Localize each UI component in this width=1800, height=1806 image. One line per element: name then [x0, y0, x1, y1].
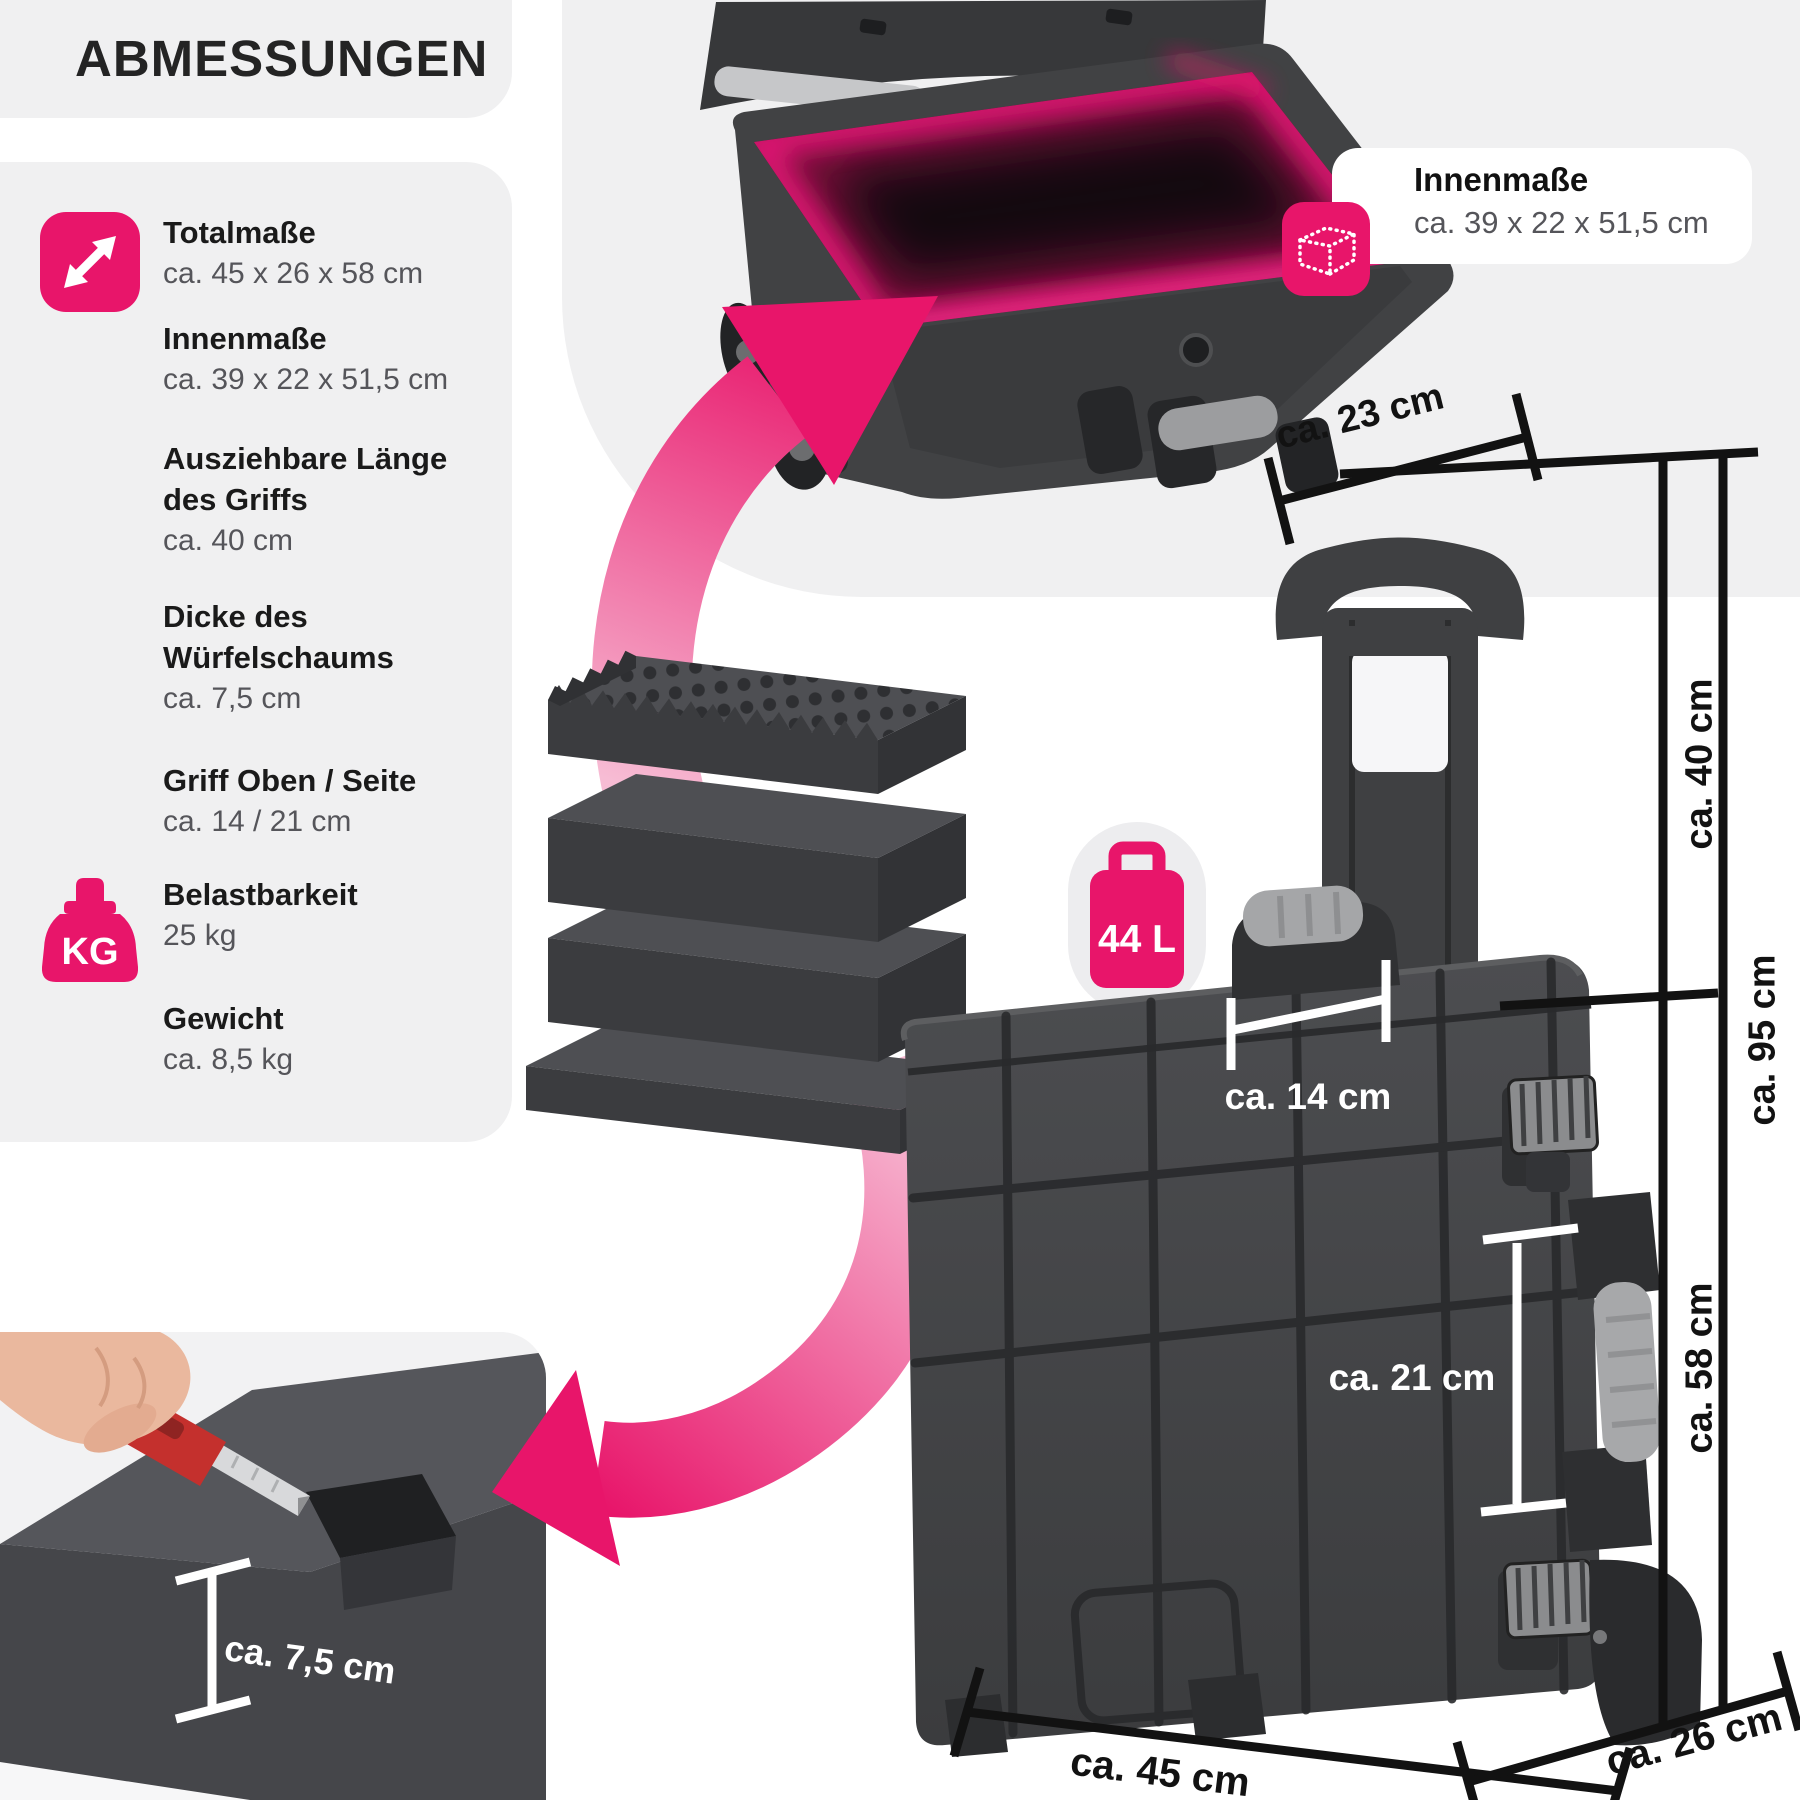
inner-dimensions-callout: Innenmaße ca. 39 x 22 x 51,5 cm	[1332, 148, 1752, 264]
volume-badge: 44 L	[1068, 822, 1206, 1014]
spec-item-load: Belastbarkeit 25 kg	[163, 874, 463, 956]
dim-case-height: ca. 58 cm	[1678, 1282, 1721, 1454]
foam-cutting-illustration	[0, 1332, 546, 1800]
spec-value: ca. 40 cm	[163, 524, 294, 557]
spec-item-handle-length: Ausziehbare Länge des Griffs ca. 40 cm	[163, 438, 463, 561]
side-grip-handle	[1593, 1281, 1661, 1463]
inner-dimensions-icon	[1282, 202, 1370, 296]
callout-value: ca. 39 x 22 x 51,5 cm	[1414, 205, 1709, 240]
page-title: ABMESSUNGEN	[75, 30, 489, 87]
spec-label: Ausziehbare Länge des Griffs	[163, 441, 448, 517]
spec-label: Dicke des Würfelschaums	[163, 599, 394, 675]
spec-value: 25 kg	[163, 919, 237, 952]
dim-top-grip: ca. 14 cm	[1224, 1076, 1392, 1117]
dimensions-arrow-icon	[40, 212, 140, 312]
spec-item-foam: Dicke des Würfelschaums ca. 7,5 cm	[163, 596, 463, 719]
kg-weight-icon: KG	[42, 878, 138, 982]
dim-case-width: ca. 45 cm	[1067, 1739, 1253, 1806]
spec-item-weight: Gewicht ca. 8,5 kg	[163, 998, 463, 1080]
foam-cutout-hole	[306, 1474, 456, 1558]
spec-value: ca. 7,5 cm	[163, 682, 302, 715]
dim-pullout-length: ca. 40 cm	[1678, 678, 1721, 850]
trolley-wheel	[1589, 1559, 1702, 1746]
spec-item-grips: Griff Oben / Seite ca. 14 / 21 cm	[163, 760, 463, 842]
spec-label: Gewicht	[163, 1001, 284, 1036]
egg-crate-foam	[548, 650, 966, 794]
foam-cutting-photo	[0, 1332, 546, 1800]
dim-case-depth: ca. 26 cm	[1601, 1694, 1787, 1785]
kg-icon-text: KG	[62, 931, 119, 973]
spec-label: Belastbarkeit	[163, 877, 358, 912]
spec-value: ca. 45 x 26 x 58 cm	[163, 257, 424, 290]
spec-label: Totalmaße	[163, 215, 316, 250]
foam-stack-illustration	[526, 650, 984, 1154]
trolley-case-illustration	[900, 537, 1702, 1757]
spec-item-total: Totalmaße ca. 45 x 26 x 58 cm	[163, 212, 463, 294]
side-latch-bottom	[1498, 1558, 1595, 1670]
title-panel	[0, 0, 512, 118]
spec-label: Griff Oben / Seite	[163, 763, 417, 798]
callout-title: Innenmaße	[1414, 161, 1589, 198]
volume-badge-text: 44 L	[1097, 918, 1177, 961]
dim-side-grip: ca. 21 cm	[1328, 1357, 1496, 1398]
spec-value: ca. 39 x 22 x 51,5 cm	[163, 363, 449, 396]
telescopic-shaft	[1322, 608, 1478, 1008]
spec-item-inner: Innenmaße ca. 39 x 22 x 51,5 cm	[163, 318, 463, 400]
side-latch-top	[1502, 1074, 1599, 1192]
arrow-foam-to-cutting	[492, 1045, 960, 1566]
case-photo-panel	[562, 0, 1800, 597]
spec-label: Innenmaße	[163, 321, 327, 356]
spec-value: ca. 8,5 kg	[163, 1043, 294, 1076]
top-grip-handle	[1242, 885, 1364, 947]
hand	[0, 1332, 191, 1453]
spec-value: ca. 14 / 21 cm	[163, 805, 352, 838]
dim-total-height: ca. 95 cm	[1741, 954, 1784, 1126]
